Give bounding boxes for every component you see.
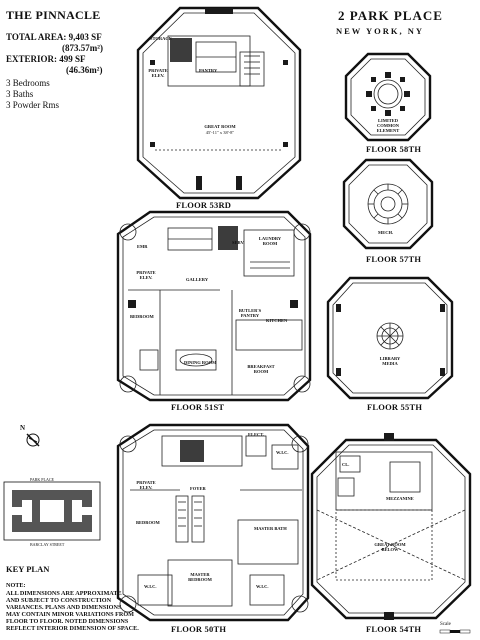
floor-label-50: FLOOR 50TH (171, 624, 227, 634)
note-line-2: AND SUBJECT TO CONSTRUCTION (6, 597, 112, 604)
room-elect-50: ELECT. (248, 432, 265, 437)
room-gallery: GALLERY (186, 277, 209, 282)
room-wic-50c: W.I.C. (256, 584, 269, 589)
exterior-area-metric: (46.36m²) (66, 65, 103, 75)
room-butlers-pantry: BUTLER'S PANTRY (238, 308, 262, 318)
room-private-elev-51: PRIVATE ELEV. (136, 270, 156, 280)
total-area: TOTAL AREA: 9,403 SF (6, 32, 102, 42)
room-pantry-53: PANTRY (199, 68, 218, 73)
scale-label: Scale (440, 622, 451, 627)
room-bedroom-50: BEDROOM (136, 520, 160, 525)
room-kitchen: KITCHEN (266, 318, 288, 323)
note-line-4: MAY CONTAIN MINOR VARIATIONS FROM (6, 611, 134, 618)
note-line-6: REFLECT INTERIOR DIMENSION OF SPACE. (6, 625, 139, 632)
note-line-1: ALL DIMENSIONS ARE APPROXIMATE (6, 590, 122, 597)
key-plan-label: KEY PLAN (6, 564, 50, 574)
floor-label-51: FLOOR 51ST (171, 402, 225, 412)
room-serv: SERV. (232, 240, 245, 245)
room-great-room-below: GREAT ROOM BELOW (374, 542, 406, 552)
floor-label-57: FLOOR 57TH (366, 254, 422, 264)
city: NEW YORK, NY (336, 26, 424, 36)
key-plan-park-place: PARK PLACE (30, 477, 54, 482)
room-library: LIBRARY MEDIA (379, 356, 401, 366)
compass-north: N (20, 424, 26, 432)
room-dining: DINING ROOM (184, 360, 217, 365)
room-mech: MECH. (378, 230, 394, 235)
baths-count: 3 Baths (6, 89, 34, 99)
note-line-3: VARIANCES. PLANS AND DIMENSIONS (6, 604, 122, 611)
note-title: NOTE: (6, 582, 26, 589)
room-limited-common: LIMITED COMMON ELEMENT (376, 118, 400, 133)
room-wic-50b: W.I.C. (144, 584, 157, 589)
room-great-room-dim-53: 45'-11" x 38'-8" (205, 130, 235, 135)
floor-label-54: FLOOR 54TH (366, 624, 422, 634)
bedrooms-count: 3 Bedrooms (6, 78, 50, 88)
address: 2 PARK PLACE (338, 8, 443, 23)
note-line-5: FLOOR TO FLOOR. NOTED DIMENSIONS (6, 618, 129, 625)
page-title: THE PINNACLE (6, 8, 101, 22)
room-storage-53: STORAGE (150, 36, 172, 41)
room-foyer: FOYER (190, 486, 206, 491)
key-plan-barclay: BARCLAY STREET (30, 542, 65, 547)
floor-label-55: FLOOR 55TH (367, 402, 423, 412)
room-cl-54: CL. (342, 462, 350, 467)
floor-label-58: FLOOR 58TH (366, 144, 422, 154)
room-mezzanine: MEZZANINE (386, 496, 414, 501)
room-master-bath: MASTER BATH (254, 526, 287, 531)
room-master-bedroom: MASTER BEDROOM (188, 572, 212, 582)
room-breakfast: BREAKFAST ROOM (247, 364, 275, 374)
room-great-room-53: GREAT ROOM (204, 124, 236, 129)
room-laundry: LAUNDRY ROOM (258, 236, 282, 246)
room-wic-50a: W.I.C. (276, 450, 289, 455)
floor-label-53: FLOOR 53RD (176, 200, 232, 210)
total-area-metric: (873.57m²) (62, 43, 103, 53)
room-private-elev-53: PRIVATE ELEV. (148, 68, 168, 78)
room-bedroom-51: BEDROOM (130, 314, 154, 319)
room-private-elev-50: PRIVATE ELEV. (136, 480, 156, 490)
exterior-area: EXTERIOR: 499 SF (6, 54, 86, 64)
room-emr: EMR (137, 244, 148, 249)
powder-rooms-count: 3 Powder Rms (6, 100, 60, 110)
